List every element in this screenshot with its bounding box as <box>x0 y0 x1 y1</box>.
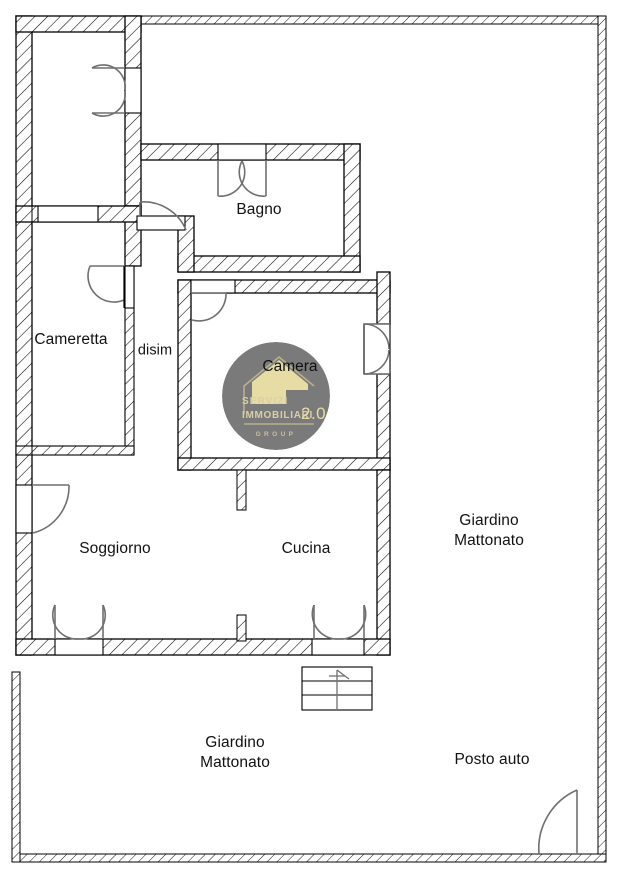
site-boundary <box>11 15 607 863</box>
openings <box>15 67 391 656</box>
door-swings <box>32 64 578 855</box>
building-walls <box>15 15 391 656</box>
entrance-steps <box>301 666 373 711</box>
